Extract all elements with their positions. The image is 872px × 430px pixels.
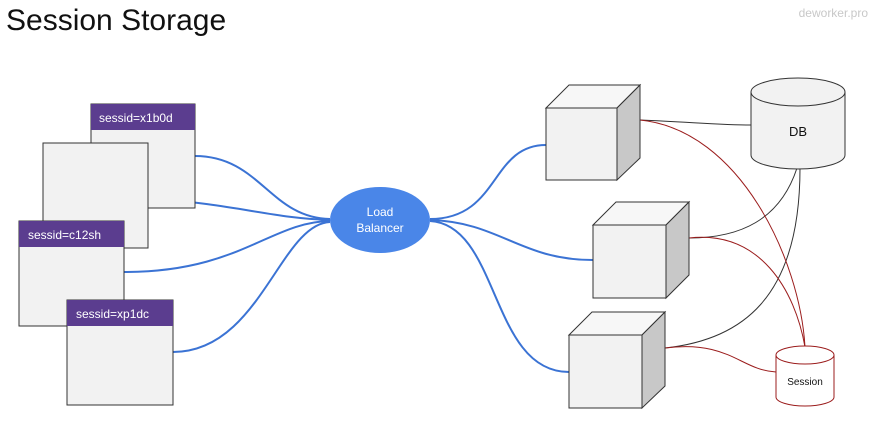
db-link bbox=[664, 167, 801, 349]
db-cylinder: DB bbox=[750, 77, 846, 170]
client-link bbox=[194, 155, 331, 220]
server-cube bbox=[567, 310, 667, 410]
session-link bbox=[664, 346, 777, 373]
session-link bbox=[688, 236, 806, 348]
session-links bbox=[639, 119, 806, 373]
server-link bbox=[429, 220, 570, 373]
db-label: DB bbox=[789, 124, 807, 139]
server-link bbox=[429, 219, 594, 261]
load-balancer: Load Balancer bbox=[330, 187, 430, 253]
server-cube bbox=[544, 83, 642, 182]
client-session-label: sessid=xp1dc bbox=[76, 307, 149, 321]
page-title: Session Storage bbox=[6, 4, 227, 37]
load-balancer-label-line1: Load bbox=[367, 205, 394, 219]
client-link bbox=[172, 221, 331, 353]
server-link bbox=[429, 144, 547, 220]
watermark: deworker.pro bbox=[798, 6, 868, 20]
client-window: sessid=xp1dc bbox=[66, 299, 174, 406]
load-balancer-label-line2: Balancer bbox=[356, 221, 403, 235]
db-link bbox=[688, 167, 798, 239]
server-links bbox=[429, 144, 594, 373]
client-link bbox=[123, 220, 331, 273]
client-session-label: sessid=c12sh bbox=[28, 228, 101, 242]
session-store-label: Session bbox=[787, 377, 823, 388]
server-cube bbox=[591, 200, 691, 300]
session-store-cylinder: Session bbox=[775, 345, 835, 407]
session-link bbox=[639, 119, 806, 348]
client-session-label: sessid=x1b0d bbox=[99, 111, 173, 125]
db-link bbox=[639, 119, 752, 126]
